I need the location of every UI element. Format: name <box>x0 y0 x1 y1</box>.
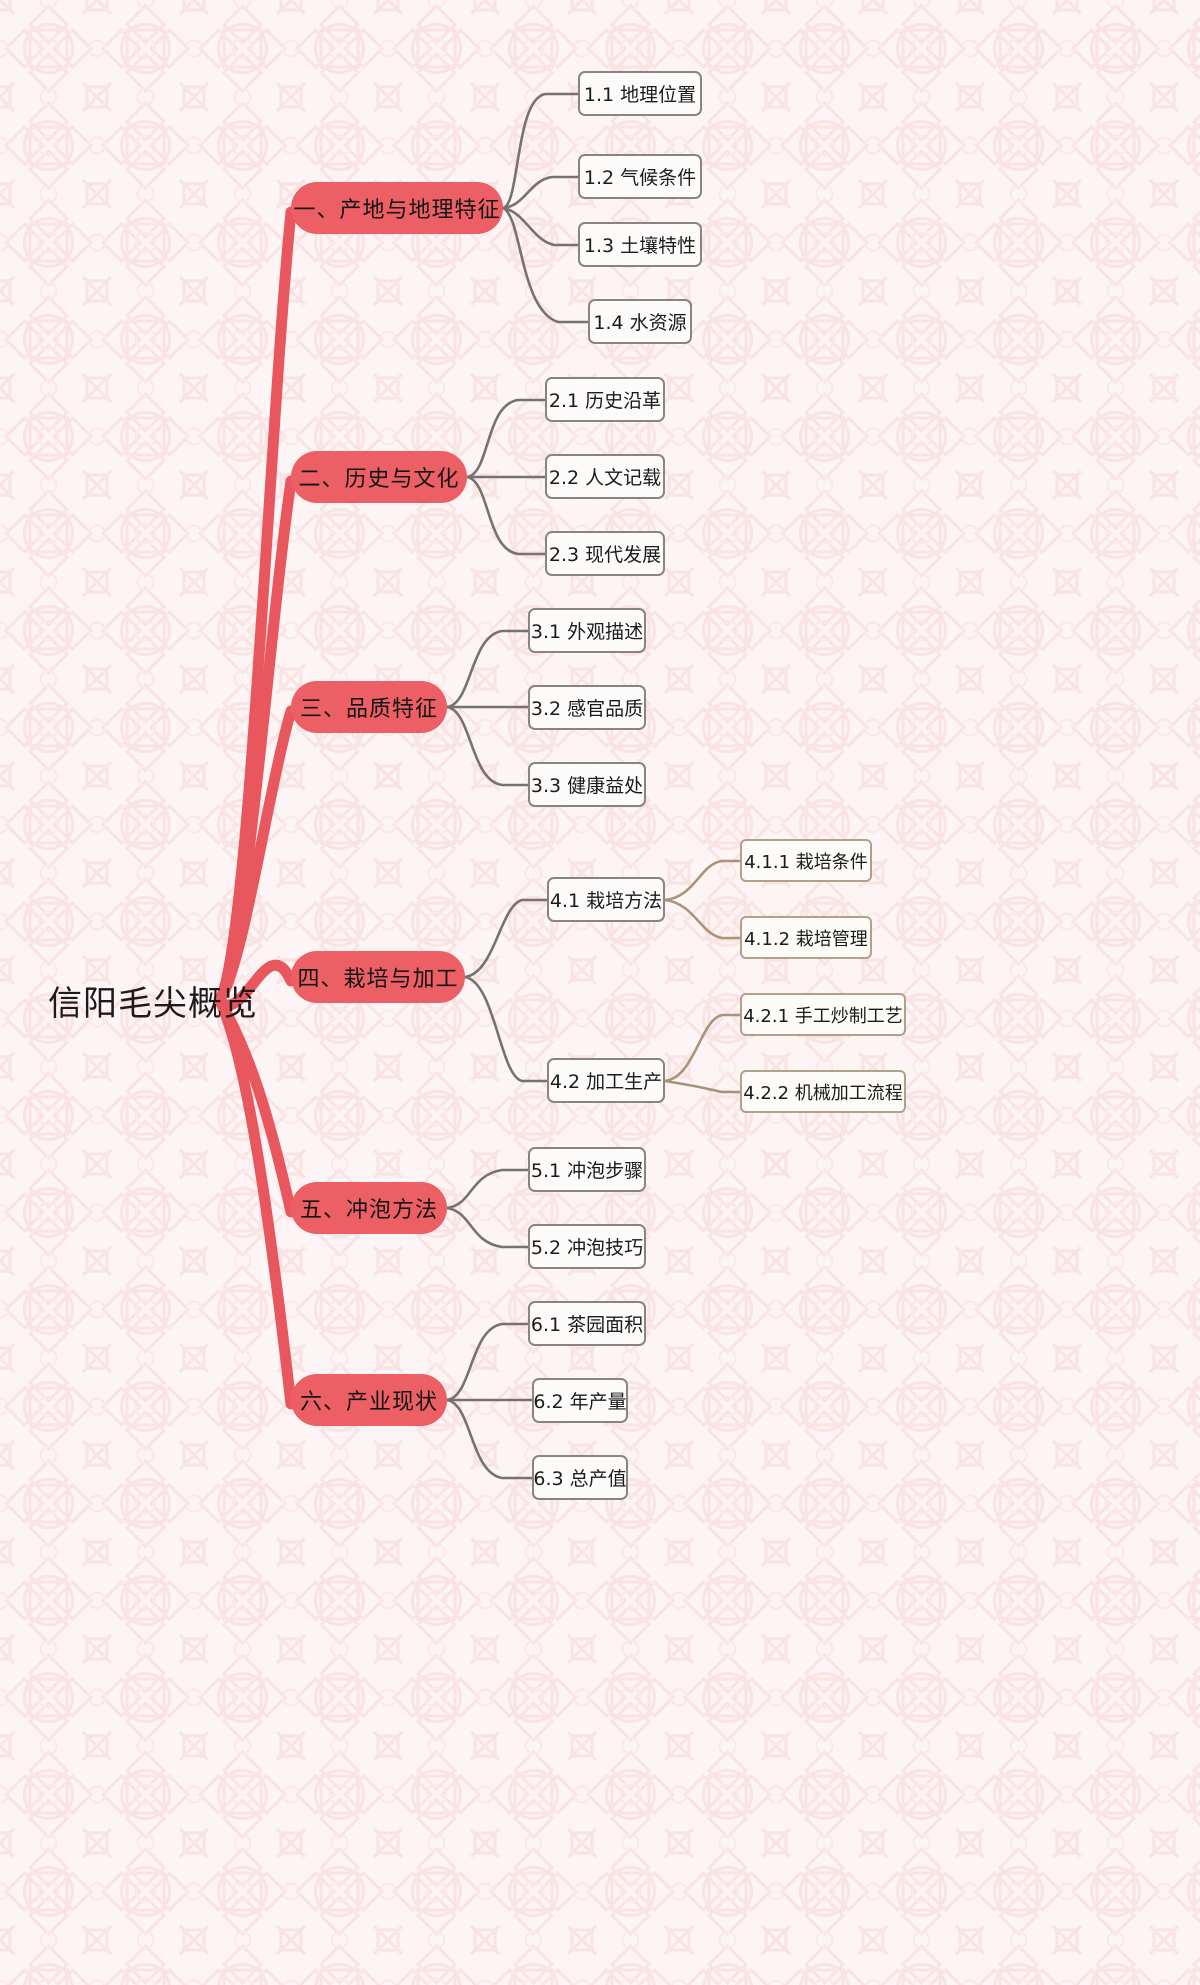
connector-root-b5 <box>215 997 297 1218</box>
connector-b4-c2 <box>463 975 549 1083</box>
connector-c42-g2 <box>663 1079 742 1094</box>
root-node[interactable]: 信阳毛尖概览 <box>48 983 258 1024</box>
connector-b1-c2 <box>501 175 580 210</box>
connector-b1-c3 <box>501 206 580 247</box>
topic-node-6-3[interactable]: 6.3 总产值 <box>532 1455 628 1500</box>
topic-node-3-2[interactable]: 3.2 感官品质 <box>528 685 646 730</box>
topic-node-4-2[interactable]: 4.2 加工生产 <box>547 1058 665 1103</box>
connector-root-b6 <box>215 997 297 1410</box>
topic-node-2-1[interactable]: 2.1 历史沿革 <box>545 377 665 422</box>
branch-node-6[interactable]: 六、产业现状 <box>291 1374 447 1426</box>
topic-node-1-1[interactable]: 1.1 地理位置 <box>578 71 702 116</box>
branch-node-4[interactable]: 四、栽培与加工 <box>291 951 465 1003</box>
topic-node-5-1[interactable]: 5.1 冲泡步骤 <box>528 1147 646 1192</box>
topic-node-6-2[interactable]: 6.2 年产量 <box>532 1378 628 1423</box>
connector-b6-c1 <box>445 1322 530 1402</box>
connector-root-b1 <box>215 206 297 1004</box>
topic-node-1-4[interactable]: 1.4 水资源 <box>588 299 692 344</box>
connector-b5-c1 <box>445 1168 530 1210</box>
branch-node-2[interactable]: 二、历史与文化 <box>291 451 467 503</box>
connector-root-b2 <box>215 475 297 1004</box>
branch-node-3[interactable]: 三、品质特征 <box>291 681 447 733</box>
connector-b3-c1 <box>445 629 530 709</box>
subtopic-node-4-2-1[interactable]: 4.2.1 手工炒制工艺 <box>740 993 906 1036</box>
subtopic-node-4-1-2[interactable]: 4.1.2 栽培管理 <box>740 916 872 959</box>
topic-node-2-2[interactable]: 2.2 人文记载 <box>545 454 665 499</box>
topic-node-4-1[interactable]: 4.1 栽培方法 <box>547 877 665 922</box>
subtopic-node-4-1-1[interactable]: 4.1.1 栽培条件 <box>740 839 872 882</box>
connector-b4-c1 <box>463 898 549 979</box>
topic-node-3-3[interactable]: 3.3 健康益处 <box>528 762 646 807</box>
topic-node-5-2[interactable]: 5.2 冲泡技巧 <box>528 1224 646 1269</box>
topic-node-3-1[interactable]: 3.1 外观描述 <box>528 608 646 653</box>
connector-b1-c4 <box>501 206 590 324</box>
connector-b5-c2 <box>445 1206 530 1249</box>
topic-node-1-2[interactable]: 1.2 气候条件 <box>578 154 702 199</box>
connector-c41-g1 <box>663 859 742 902</box>
connector-b6-c3 <box>445 1398 534 1480</box>
branch-node-5[interactable]: 五、冲泡方法 <box>291 1182 447 1234</box>
topic-node-6-1[interactable]: 6.1 茶园面积 <box>528 1301 646 1346</box>
topic-node-1-3[interactable]: 1.3 土壤特性 <box>578 222 702 267</box>
connector-b2-c3 <box>465 475 547 556</box>
connector-b1-c1 <box>501 92 580 210</box>
connector-c41-g2 <box>663 898 742 940</box>
connector-b2-c1 <box>465 398 547 479</box>
connector-root-b3 <box>215 705 297 1004</box>
connector-b3-c3 <box>445 705 530 787</box>
topic-node-2-3[interactable]: 2.3 现代发展 <box>545 531 665 576</box>
connector-c42-g1 <box>663 1013 742 1083</box>
subtopic-node-4-2-2[interactable]: 4.2.2 机械加工流程 <box>740 1070 906 1113</box>
branch-node-1[interactable]: 一、产地与地理特征 <box>291 182 503 234</box>
